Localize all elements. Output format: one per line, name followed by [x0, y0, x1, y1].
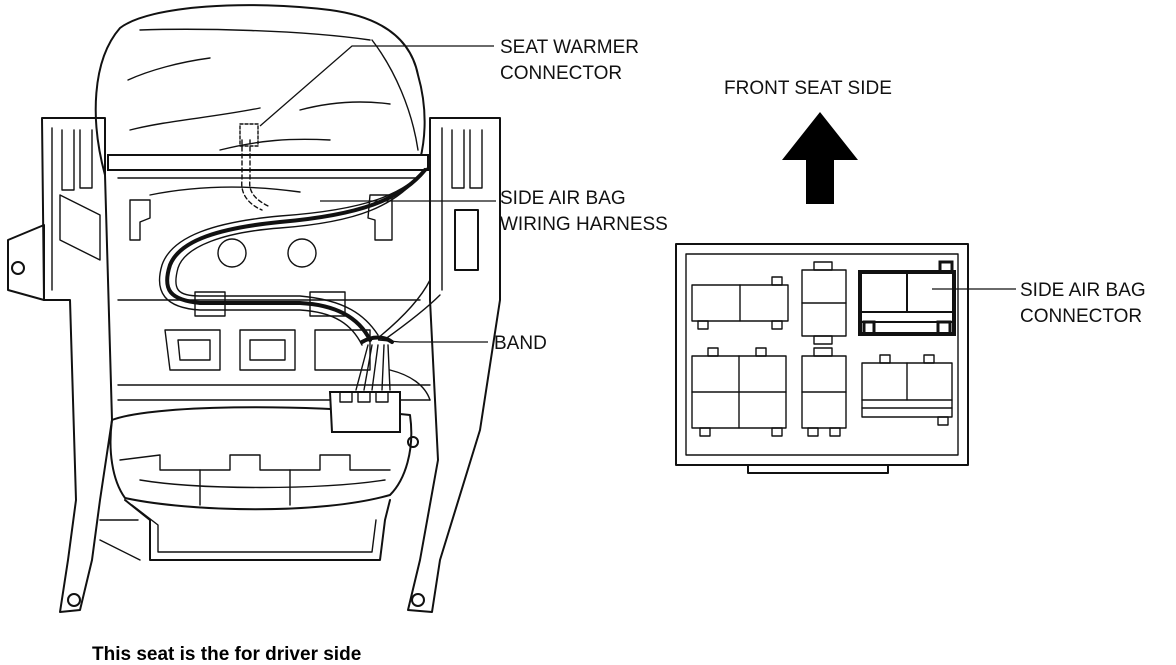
side-air-bag-connector [858, 260, 956, 336]
band-label: BAND [494, 333, 547, 354]
connector-panel [675, 243, 969, 474]
connector-label-line1: SIDE AIR BAG [1020, 280, 1146, 301]
connector-top-left [691, 276, 789, 330]
harness-label-line2: WIRING HARNESS [500, 214, 668, 235]
connector-bottom-middle [801, 347, 847, 437]
seat-warmer-label-line2: CONNECTOR [500, 63, 622, 84]
arrow-up-icon [782, 112, 858, 204]
caption: This seat is the for driver side [92, 644, 361, 665]
seat-warmer-label-line1: SEAT WARMER [500, 37, 639, 58]
connector-bottom-left [691, 347, 787, 437]
seat-illustration [7, 4, 501, 613]
front-seat-side-label: FRONT SEAT SIDE [724, 78, 892, 99]
connector-label-line2: CONNECTOR [1020, 306, 1142, 327]
harness-label-line1: SIDE AIR BAG [500, 188, 626, 209]
connector-bottom-right [861, 354, 953, 426]
connector-top-middle [801, 261, 847, 345]
leader-lines [259, 45, 1016, 343]
